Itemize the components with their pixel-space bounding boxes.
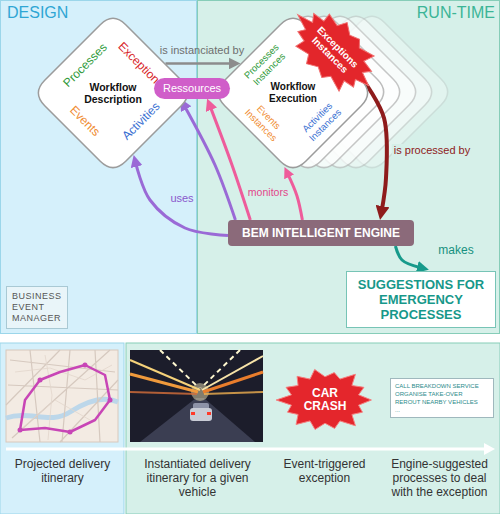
- tail-light: [191, 412, 195, 415]
- caption: Event-triggered exception: [272, 457, 377, 485]
- engine-box: BEM INTELLIGENT ENGINE: [228, 220, 414, 246]
- timeline-arrow: [6, 443, 495, 455]
- connector-arrow: [364, 81, 387, 210]
- diamond-copy: [232, 16, 383, 167]
- photo-ground: [130, 350, 263, 442]
- suggestions-text: SUGGESTIONS FOR EMERGENCY PROCESSES: [353, 277, 489, 322]
- pill-text: Ressources: [163, 82, 221, 95]
- text-holder: REROUT NEARBY VEHICLES: [395, 398, 489, 406]
- caption: Projected delivery itinerary: [5, 457, 120, 485]
- text-holder: DESIGN: [7, 4, 68, 22]
- caption-holder: Engine-suggested processes to deal with …: [382, 457, 497, 499]
- light-streak: [202, 356, 263, 390]
- text-holder: CALL BREAKDOWN SERVICE: [395, 382, 489, 390]
- text-holder: Ressources: [163, 82, 221, 95]
- list-item: CALL BREAKDOWN SERVICE: [395, 382, 489, 390]
- workflow-execution-diamond: Workflow ExecutionProcesses InstancesEve…: [211, 11, 375, 175]
- connector-arrow: [210, 106, 250, 220]
- road: [140, 398, 255, 442]
- label-holder: is processed by: [392, 144, 472, 156]
- text-holder: RUN-TIME: [417, 4, 495, 22]
- text-holder: Workflow Description: [84, 81, 142, 105]
- edge-label: makes: [436, 243, 475, 257]
- timeline-head: [484, 443, 495, 455]
- text-holder: BUSINESS EVENT MANAGER: [12, 291, 62, 324]
- band-title: RUN-TIME: [417, 4, 495, 22]
- light-streak: [130, 360, 200, 390]
- edge-label: is processed by: [392, 144, 472, 156]
- edge-label: uses: [168, 192, 195, 204]
- list-item: ...: [395, 406, 489, 414]
- route-stop: [108, 398, 113, 403]
- burst-shape: [276, 369, 371, 429]
- band-title: DESIGN: [7, 4, 68, 22]
- label-holder: monitors: [246, 186, 290, 198]
- text-holder: BEM INTELLIGENT ENGINE: [242, 226, 400, 240]
- route-stop: [38, 378, 43, 383]
- text-holder: SUGGESTIONS FOR EMERGENCY PROCESSES: [353, 277, 489, 322]
- tunnel-photo: [130, 350, 263, 442]
- logo-box: BUSINESS EVENT MANAGER: [6, 286, 68, 329]
- map-illustration: [6, 350, 118, 442]
- run-time-band: RUN-TIME Workflow ExecutionProcesses Inst…: [197, 0, 500, 334]
- label-holder: uses: [168, 192, 195, 204]
- route-stop: [68, 430, 73, 435]
- connector-arrow: [136, 163, 228, 235]
- connector-arrow: [165, 62, 232, 65]
- logo-text: BUSINESS EVENT MANAGER: [12, 291, 62, 324]
- ceiling-lights: [160, 350, 199, 388]
- list-item: REROUT NEARBY VEHICLES: [395, 398, 489, 406]
- light-streak: [130, 392, 197, 394]
- caption-holder: Instantiated delivery itinerary for a gi…: [130, 457, 265, 499]
- route-stop: [83, 363, 88, 368]
- edge-label: monitors: [246, 186, 290, 198]
- text-holder: ORGANISE TAKE-OVER: [395, 390, 489, 398]
- map-route: [20, 365, 110, 432]
- crash-burst: CAR CRASH: [285, 373, 365, 427]
- caption-holder: Event-triggered exception: [272, 457, 377, 485]
- connector-arrow: [395, 246, 420, 268]
- map-street: [6, 350, 118, 442]
- edge-label: is instanciated by: [158, 44, 246, 56]
- resources-pill: Ressources: [154, 78, 230, 99]
- suggestions-box: SUGGESTIONS FOR EMERGENCY PROCESSES: [346, 271, 496, 328]
- timeline-line: [6, 448, 486, 451]
- tail-light: [207, 412, 211, 415]
- ceiling-lights: [201, 350, 240, 388]
- run-time-strip: [126, 343, 500, 514]
- label-holder: makes: [436, 243, 475, 257]
- text-holder: Workflow Execution: [269, 81, 317, 105]
- suggested-list: CALL BREAKDOWN SERVICEORGANISE TAKE-OVER…: [390, 378, 494, 418]
- engine-text: BEM INTELLIGENT ENGINE: [242, 226, 400, 240]
- connector-arrow: [288, 174, 303, 220]
- caption: Engine-suggested processes to deal with …: [382, 457, 497, 499]
- car-body: [190, 408, 212, 421]
- diamond-title: Workflow Execution: [269, 81, 317, 105]
- caption: Instantiated delivery itinerary for a gi…: [130, 457, 265, 499]
- text-holder: CAR CRASH: [304, 387, 347, 413]
- map-ground: [6, 350, 118, 442]
- route-stop: [18, 428, 23, 433]
- design-strip: [0, 343, 124, 514]
- list-item: ORGANISE TAKE-OVER: [395, 390, 489, 398]
- design-band: DESIGNWorkflow DescriptionProcessesExcep…: [0, 0, 197, 334]
- light-streak: [203, 372, 263, 392]
- map-street: [15, 355, 112, 440]
- text-holder: ...: [395, 406, 489, 414]
- caption-holder: Projected delivery itinerary: [5, 457, 120, 485]
- light-streak: [204, 392, 263, 394]
- burst-text: CAR CRASH: [304, 387, 347, 413]
- diamond-title: Workflow Description: [84, 81, 142, 105]
- label-holder: is instanciated by: [158, 44, 246, 56]
